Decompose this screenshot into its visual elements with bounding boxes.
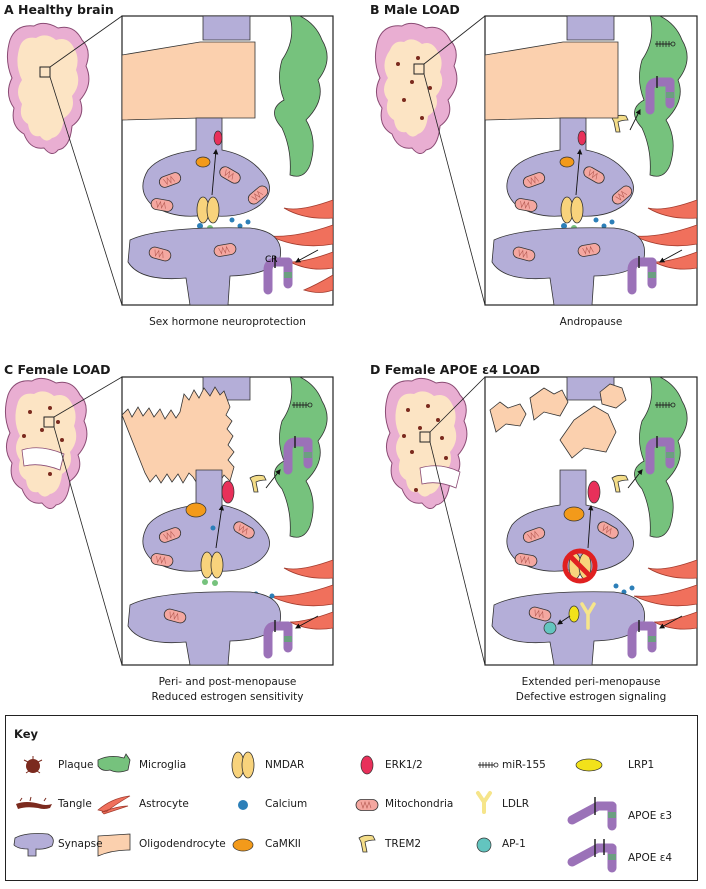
panel-b-caption: Andropause	[485, 315, 697, 330]
panel-d	[384, 376, 698, 666]
caption-line: Reduced estrogen sensitivity	[151, 691, 304, 703]
key-label-ldlr: LDLR	[502, 798, 530, 810]
oligodendrocyte	[122, 41, 256, 121]
panel-b-title: B Male LOAD	[370, 2, 460, 17]
microglia	[274, 16, 328, 177]
key-label-erk: ERK1/2	[385, 759, 423, 771]
tangle-icon	[16, 796, 52, 809]
caption-line: Extended peri-menopause	[521, 676, 661, 688]
panel-d-caption: Extended peri-menopause Defective estrog…	[485, 675, 697, 705]
key-legend	[5, 715, 698, 881]
panel-c-caption: Peri- and post-menopause Reduced estroge…	[122, 675, 333, 705]
key-icons	[13, 751, 617, 873]
key-label-synapse: Synapse	[58, 838, 103, 850]
caption-line: Sex hormone neuroprotection	[149, 316, 306, 328]
key-label-apoe3: APOE ε3	[628, 810, 673, 822]
brain-section-d	[384, 377, 468, 509]
apoe4-icon	[567, 839, 617, 873]
key-label-mir155: miR-155	[502, 759, 546, 771]
apoe-label-a: CR	[265, 255, 278, 265]
ap1-icon	[476, 837, 492, 853]
caption-line: Defective estrogen signaling	[515, 691, 667, 703]
oligodendrocyte-icon	[97, 833, 131, 857]
synapse-icon	[13, 833, 54, 857]
caption-line: Andropause	[559, 316, 623, 328]
key-label-ap1: AP-1	[502, 838, 526, 850]
key-label-calcium: Calcium	[265, 798, 308, 810]
panel-c	[4, 376, 334, 666]
caption-line: Peri- and post-menopause	[158, 676, 297, 688]
key-label-trem2: TREM2	[385, 838, 422, 850]
key-title: Key	[14, 727, 39, 741]
key-label-nmdar: NMDAR	[265, 759, 305, 771]
panel-d-title: D Female APOE ε4 LOAD	[370, 362, 541, 377]
panel-a-title: A Healthy brain	[4, 2, 114, 17]
key-label-oligodendrocyte: Oligodendrocyte	[139, 838, 226, 850]
panel-b	[374, 15, 698, 306]
key-label-mitochondria: Mitochondria	[385, 798, 454, 810]
apoe3-icon	[567, 797, 617, 831]
blocked-signal	[562, 548, 598, 584]
ldlr-icon	[476, 791, 492, 814]
erk-icon	[360, 755, 374, 775]
key-label-plaque: Plaque	[58, 759, 94, 771]
key-label-apoe4: APOE ε4	[628, 852, 673, 864]
key-label-lrp1: LRP1	[628, 759, 655, 771]
key-label-microglia: Microglia	[139, 759, 187, 771]
panel-a-caption: Sex hormone neuroprotection	[122, 315, 333, 330]
plaque-icon	[23, 756, 43, 774]
lrp1-icon	[575, 758, 603, 772]
panel-c-title: C Female LOAD	[4, 362, 111, 377]
brain-section-a	[6, 22, 90, 154]
microglia-icon	[97, 753, 131, 773]
key-label-astrocyte: Astrocyte	[139, 798, 189, 810]
camkii-icon	[232, 838, 254, 852]
calcium-icon	[238, 800, 248, 810]
brain-section-b	[374, 22, 458, 154]
astrocyte-icon	[97, 795, 131, 815]
brain-section-c	[4, 377, 88, 509]
key-label-tangle: Tangle	[58, 798, 92, 810]
key-label-camkii: CaMKII	[265, 838, 301, 850]
panel-a: CR	[6, 15, 334, 306]
